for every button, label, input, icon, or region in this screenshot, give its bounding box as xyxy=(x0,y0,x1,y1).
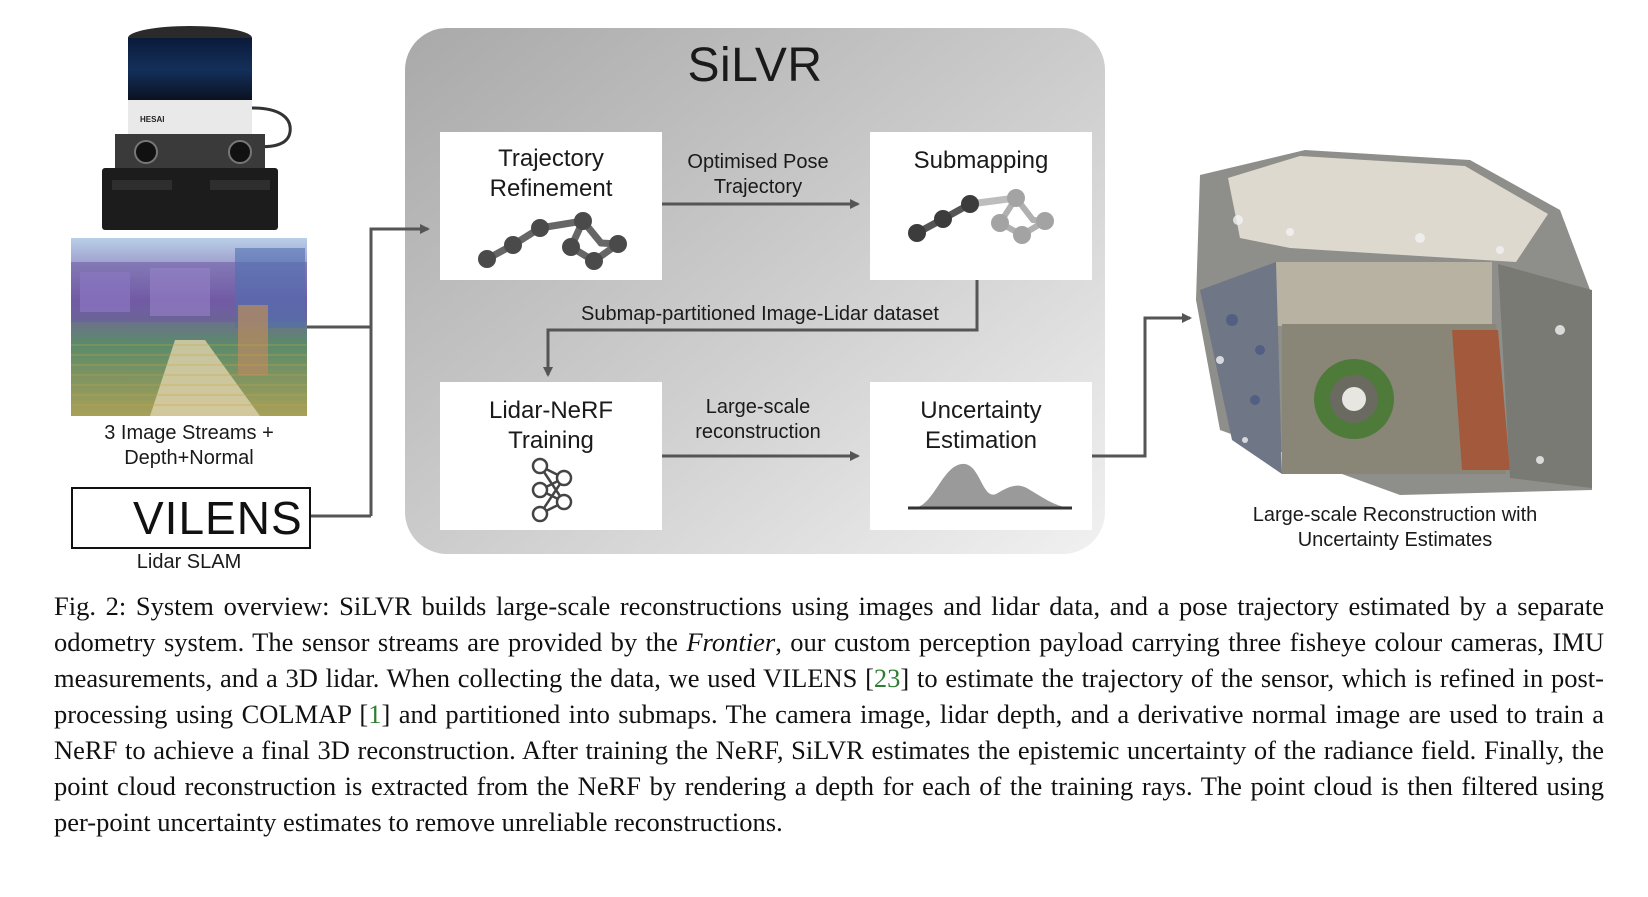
trajectory-refinement-title: Trajectory Refinement xyxy=(489,145,613,202)
lidar-nerf-training-box: Lidar-NeRF Training xyxy=(440,382,662,530)
system-overview-diagram: SiLVR Trajectory Refinement Submapping xyxy=(71,26,1592,573)
submapping-title: Submapping xyxy=(913,147,1049,174)
distribution-curve-icon xyxy=(908,463,1072,510)
uncertainty-estimation-title: Uncertainty Estimation xyxy=(920,397,1042,454)
uncertainty-estimation-box: Uncertainty Estimation xyxy=(870,382,1092,530)
citation-link-23[interactable]: 23 xyxy=(873,663,901,693)
submap-graph-icon xyxy=(908,189,1054,244)
silvr-title: SiLVR xyxy=(687,39,823,92)
citation-link-1[interactable]: 1 xyxy=(368,699,382,729)
caption-frontier: Frontier xyxy=(686,627,776,657)
edge-label-submap-dataset: Submap-partitioned Image-Lidar dataset xyxy=(581,303,939,325)
reconstruction-label: Large-scale Reconstruction with Uncertai… xyxy=(1252,504,1538,551)
camera-image xyxy=(71,238,307,416)
vilens-logo: VILENS xyxy=(71,487,311,549)
lidar-slam-label: Lidar SLAM xyxy=(136,551,242,573)
neural-network-icon xyxy=(531,457,573,523)
reconstruction-image xyxy=(1196,150,1592,495)
pipeline-edges xyxy=(543,199,1192,461)
edge-label-large-scale: Large-scale reconstruction xyxy=(695,396,821,443)
caption-text-4: ] and partitioned into submaps. The came… xyxy=(54,699,1604,837)
sensor-payload-image xyxy=(102,26,292,230)
submapping-box: Submapping xyxy=(870,132,1092,280)
input-connectors xyxy=(307,224,430,518)
caption-text-2: , our custom perception payload carrying… xyxy=(54,627,1604,693)
lidar-nerf-training-title: Lidar-NeRF Training xyxy=(488,397,614,454)
sensor-brand-text: HESAI xyxy=(140,115,165,124)
caption-text-1: Fig. 2: System overview: SiLVR builds la… xyxy=(54,591,1604,657)
image-streams-label: 3 Image Streams + Depth+Normal xyxy=(104,422,274,469)
trajectory-refinement-box: Trajectory Refinement xyxy=(440,132,662,280)
edge-label-optimised-pose: Optimised Pose Trajectory xyxy=(687,151,829,198)
pose-graph-icon xyxy=(478,212,627,270)
vilens-logo-text: VILENS xyxy=(133,492,303,544)
figure-caption: Fig. 2: System overview: SiLVR builds la… xyxy=(54,588,1604,840)
caption-text-3: ] to estimate the trajectory of the sens… xyxy=(54,663,1604,729)
